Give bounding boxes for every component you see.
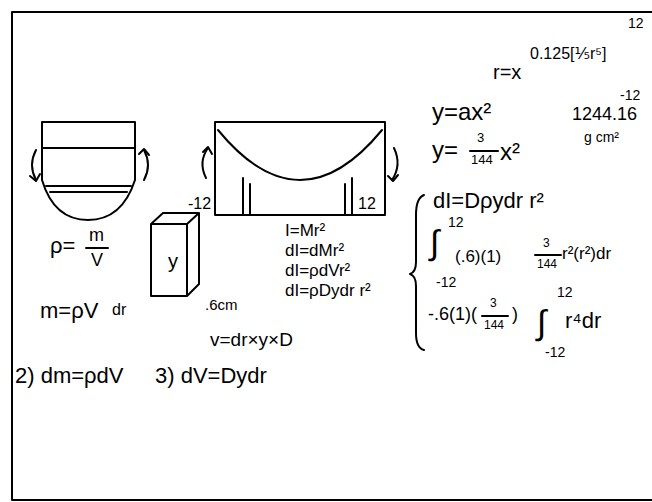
equation-text: ) bbox=[512, 305, 518, 323]
fraction-bar bbox=[86, 151, 561, 316]
equation-text: -12 bbox=[436, 275, 456, 289]
equation-text: r⁴dr bbox=[565, 310, 601, 332]
equation-text: dI=dMr² bbox=[285, 242, 344, 259]
equation-text: 144 bbox=[471, 153, 493, 166]
equation-text: m bbox=[89, 226, 104, 244]
equation-text: dI=ρDydr r² bbox=[285, 282, 371, 299]
equation-text: y=ax² bbox=[432, 100, 491, 124]
equation-text: v=dr×y×D bbox=[210, 330, 293, 349]
equation-text: m=ρV bbox=[40, 300, 98, 322]
equation-text: -.6(1)( bbox=[428, 305, 477, 323]
equation-text: y= bbox=[432, 138, 458, 162]
equation-text: 3 bbox=[490, 297, 497, 309]
prism-element: y bbox=[150, 212, 200, 297]
equation-text: 12 bbox=[448, 215, 464, 229]
equation-text: (.6)(1) bbox=[455, 248, 501, 265]
trough-sketch bbox=[30, 122, 149, 220]
equation-text: 3 bbox=[543, 237, 550, 249]
equation-text: -12 bbox=[620, 88, 640, 102]
equation-text: 12 bbox=[358, 196, 376, 212]
equation-text: r=x bbox=[493, 62, 521, 82]
equation-text: I=Mr² bbox=[285, 222, 325, 239]
equation-text: 3) dV=Dydr bbox=[155, 365, 267, 387]
equation-text: .6cm bbox=[205, 297, 238, 312]
prism-label: y bbox=[168, 251, 178, 271]
equation-text: -12 bbox=[545, 345, 565, 359]
equation-text: ∫ bbox=[430, 225, 439, 259]
equation-text: 1244.16 bbox=[572, 105, 637, 123]
trough-cross-section bbox=[202, 122, 398, 215]
equation-text: dr bbox=[112, 302, 126, 318]
equation-text: 2) dm=ρdV bbox=[15, 365, 124, 387]
equation-text: 12 bbox=[557, 285, 573, 299]
equation-text: V bbox=[91, 251, 103, 269]
equation-text: dI=Dρydr r² bbox=[433, 190, 544, 212]
equation-text: 144 bbox=[537, 258, 557, 270]
board-frame bbox=[12, 12, 652, 500]
curly-brace bbox=[410, 195, 424, 350]
equation-text: 144 bbox=[484, 319, 504, 331]
equation-text: 0.125[⅕r⁵] bbox=[530, 46, 606, 62]
equation-text: 12 bbox=[628, 16, 644, 30]
equation-text: ∫ bbox=[537, 305, 546, 339]
equation-text: dI=ρdVr² bbox=[285, 262, 350, 279]
equation-text: 3 bbox=[477, 131, 484, 144]
equation-text: ρ= bbox=[50, 235, 75, 257]
equation-text: -12 bbox=[188, 196, 211, 212]
equation-text: r²(r²)dr bbox=[562, 245, 611, 262]
equation-text: x² bbox=[500, 140, 520, 164]
equation-text: g cm² bbox=[584, 130, 619, 144]
